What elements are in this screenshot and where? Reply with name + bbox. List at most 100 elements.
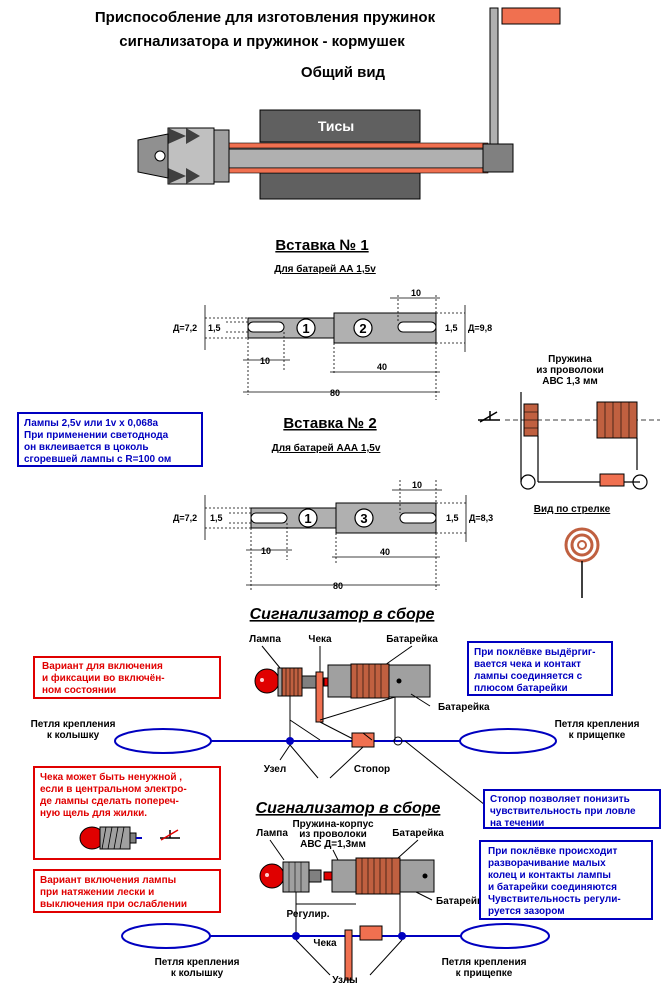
insert1-gap-left: 1,5: [208, 323, 221, 333]
blue-note3-line: и батарейки соединяются: [488, 881, 617, 893]
blue-note3-line: колец и контакты лампы: [488, 870, 611, 881]
insert1-num-a: 1: [302, 321, 309, 336]
lamp-note-box: Лампы 2,5v или 1v x 0,068a При применени…: [17, 412, 203, 467]
lamp-note-line: он вклеивается в цоколь: [24, 442, 149, 453]
red-note3-line: выключения при ослаблении: [40, 898, 187, 910]
red-note2-line: Чека может быть ненужной ,: [40, 771, 182, 783]
blue-note2-box: Стопор позволяет понизить чувствительнос…: [404, 740, 661, 829]
assembly2-spring-body-line: из проволоки: [299, 829, 367, 840]
insert1-dim-top: 10: [411, 288, 421, 298]
blue-note2-line: чувствительность при ловле: [490, 806, 636, 817]
lamp-note-line: сгоревшей лампы с R=100 ом: [24, 454, 171, 465]
assembly1-battery-top-label: Батарейка: [386, 634, 438, 645]
insert2-heading: Вставка № 2: [283, 415, 376, 432]
red-note1-box: Вариант для включения и фиксации во вклю…: [33, 656, 221, 699]
red-note1-line: ном состоянии: [42, 685, 116, 696]
insert2-dim-top: 10: [412, 480, 422, 490]
assembly2-adjust-label: Регулир.: [287, 909, 330, 920]
red-note2-line: ную щель для жилки.: [40, 808, 147, 819]
assembly1-loop-right-line: Петля крепления: [555, 719, 640, 730]
blue-note3-line: Чувствительность регули-: [488, 894, 621, 905]
insert1-dim-left: 10: [260, 356, 270, 366]
blue-note1-box: При поклёвке выдёргиг- вается чека и кон…: [467, 641, 613, 696]
assembly2-lamp-label: Лампа: [256, 828, 288, 839]
lamp-note-line: Лампы 2,5v или 1v x 0,068a: [24, 418, 159, 429]
title-line1: Приспособление для изготовления пружинок: [95, 9, 436, 26]
assembly1-knot-label: Узел: [264, 764, 286, 775]
insert2-d-left: Д=7,2: [173, 513, 197, 523]
insert1-dim-total: 80: [330, 388, 340, 398]
blue-note3-line: руется зазором: [488, 906, 565, 917]
blue-note1-line: При поклёвке выдёргиг-: [474, 647, 595, 658]
red-note3-line: при натяжении лески и: [40, 887, 154, 898]
assembly1-lamp-label: Лампа: [249, 634, 281, 645]
insert2-dim-total: 80: [333, 581, 343, 591]
red-note2-box: Чека может быть ненужной , если в центра…: [33, 766, 221, 860]
assembly2-loop-left-line: к колышку: [171, 968, 224, 979]
lamp-note-line: При применении светоднода: [24, 430, 169, 441]
insert2-drawing: [204, 480, 467, 590]
assembly2-spring-body-line: Пружина-корпус: [292, 819, 373, 830]
assembly2-spring-body-line: АВС Д=1,3мм: [300, 839, 366, 850]
assembly2-knots-label: Узлы: [332, 975, 357, 986]
insert1-num-b: 2: [359, 321, 366, 336]
insert2-gap-left: 1,5: [210, 513, 223, 523]
vise-jaw-bottom: [259, 172, 421, 200]
assembly2-drawing: [121, 839, 550, 981]
blue-note3-line: разворачивание малых: [488, 858, 606, 869]
blue-note1-line: лампы соединяется с: [474, 671, 583, 682]
insert2-subheading: Для батарей ААА 1,5v: [272, 442, 381, 454]
red-note1-line: Вариант для включения: [42, 661, 163, 672]
insert1-gap-right: 1,5: [445, 323, 458, 333]
red-note2-line: де лампы сделать попереч-: [40, 796, 179, 807]
insert1-d-left: Д=7,2: [173, 323, 197, 333]
vise-label: Тисы: [318, 118, 354, 134]
assembly1-loop-left-line: к колышку: [47, 730, 100, 741]
red-note2-line: если в центральном электро-: [40, 784, 187, 795]
insert1-dim-right: 40: [377, 362, 387, 372]
blue-note2-line: Стопор позволяет понизить: [490, 794, 630, 805]
spring-drawing: [478, 392, 660, 490]
insert2-num-b: 3: [360, 511, 367, 526]
insert1-subheading: Для батарей АА 1,5v: [274, 263, 376, 275]
assembly1-battery-side-label: Батарейка: [438, 702, 490, 713]
assembly2-loop-right-line: Петля крепления: [442, 957, 527, 968]
assembly2-heading: Сигнализатор в сборе: [256, 800, 441, 817]
spring-label-line: из проволоки: [536, 365, 604, 376]
title-line2: сигнализатора и пружинок - кормушек: [119, 33, 405, 50]
vise-jaw-top: [259, 109, 421, 143]
spring-label-line: Пружина: [548, 354, 592, 365]
insert2-dim-left: 10: [261, 546, 271, 556]
insert2-num-a: 1: [304, 511, 311, 526]
assembly1-stopper-label: Стопор: [354, 764, 390, 775]
assembly2-battery-top-label: Батарейка: [392, 828, 444, 839]
assembly1-loop-left-line: Петля крепления: [31, 719, 116, 730]
assembly2-battery-side-label: Батарейка: [436, 896, 488, 907]
spring-label-line: АВС 1,3 мм: [542, 376, 598, 387]
blue-note3-box: При поклёвке происходит разворачивание м…: [479, 840, 653, 920]
general-view-label: Общий вид: [301, 64, 386, 81]
insert2-d-right: Д=8,3: [469, 513, 493, 523]
assembly2-loop-right-line: к прищепке: [456, 968, 513, 979]
red-note3-box: Вариант включения лампы при натяжении ле…: [33, 869, 221, 913]
assembly1-loop-right-line: к прищепке: [569, 730, 626, 741]
assembly1-pin-label: Чека: [308, 634, 332, 645]
assembly1-heading: Сигнализатор в сборе: [250, 606, 435, 623]
red-note3-line: Вариант включения лампы: [40, 875, 176, 886]
insert1-drawing: [204, 295, 466, 400]
blue-note1-line: вается чека и контакт: [474, 659, 581, 670]
general-view-drawing: Тисы: [137, 7, 561, 200]
assembly2-pin-label: Чека: [313, 938, 337, 949]
assembly2-loop-left-line: Петля крепления: [155, 957, 240, 968]
insert2-gap-right: 1,5: [446, 513, 459, 523]
arrow-view-label: Вид по стрелке: [534, 504, 611, 515]
blue-note2-line: на течении: [490, 818, 544, 829]
spring-end-view: [564, 527, 600, 598]
assembly1-drawing: [114, 645, 557, 779]
insert1-heading: Вставка № 1: [275, 237, 368, 254]
blue-note1-line: плюсом батарейки: [474, 682, 568, 694]
insert2-dim-right: 40: [380, 547, 390, 557]
red-note1-line: и фиксации во включён-: [42, 672, 165, 684]
blue-note3-line: При поклёвке происходит: [488, 846, 618, 857]
